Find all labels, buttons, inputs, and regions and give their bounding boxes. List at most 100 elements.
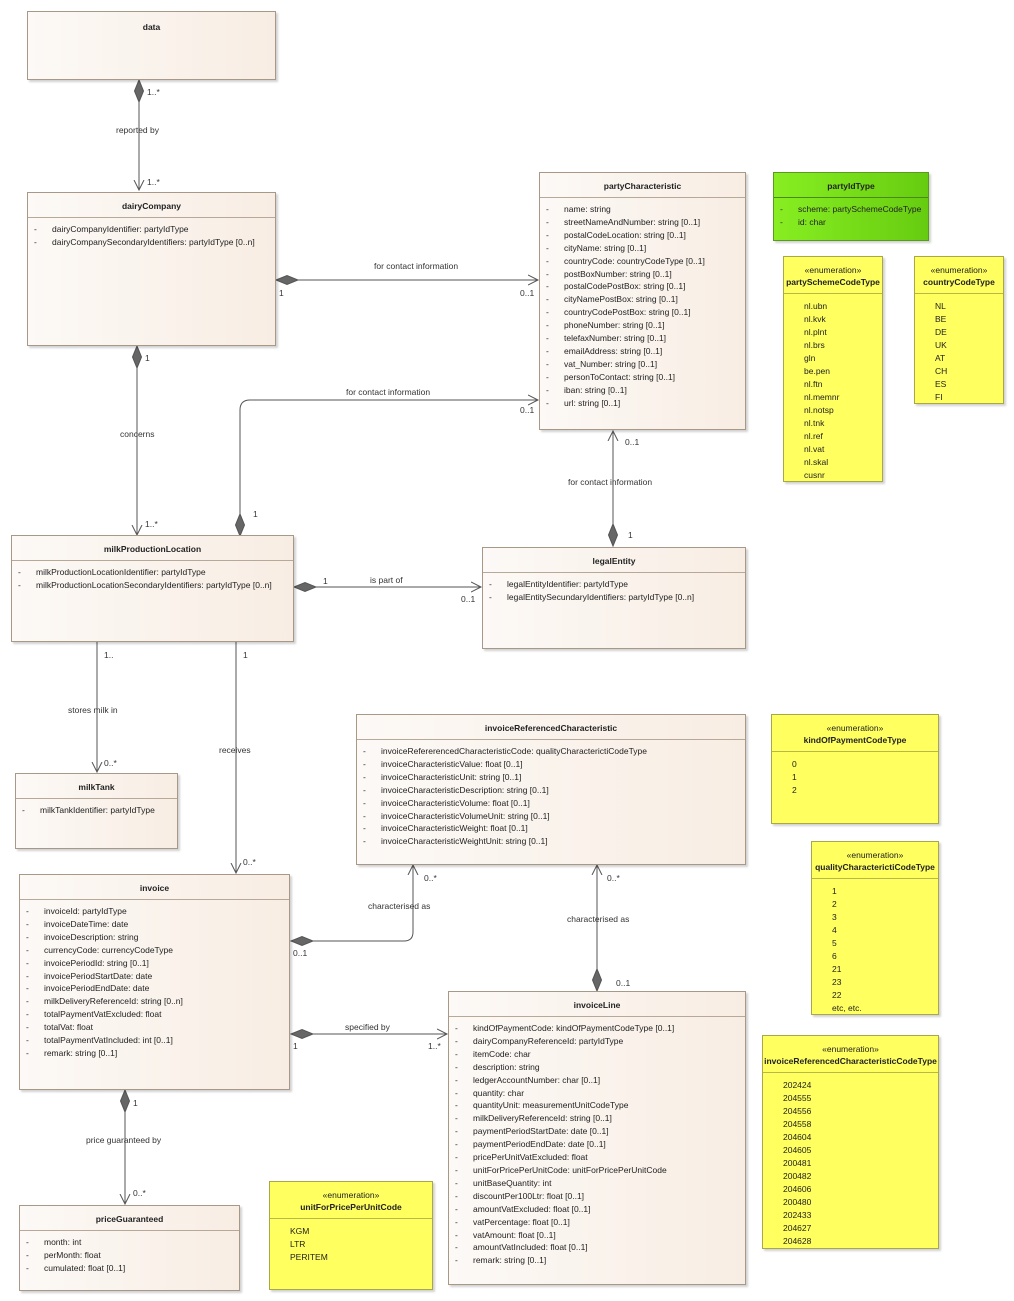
literal: 6 xyxy=(832,951,837,961)
multiplicity-label: 1 xyxy=(279,288,284,298)
class-invoice-referenced-characteristic[interactable]: invoiceReferencedCharacteristic -invoice… xyxy=(356,714,746,865)
enum-quality-characteristic-code-type[interactable]: «enumeration» qualityCharacterictiCodeTy… xyxy=(811,841,939,1015)
multiplicity-label: 0..* xyxy=(424,873,437,883)
attribute: -quantityUnit: measurementUnitCodeType xyxy=(455,1100,629,1111)
multiplicity-label: 1..* xyxy=(147,177,160,187)
literal: FI xyxy=(935,392,943,402)
class-legal-entity[interactable]: legalEntity -legalEntityIdentifier: part… xyxy=(482,547,746,649)
attribute: -milkTankIdentifier: partyIdType xyxy=(22,805,155,815)
attribute: -unitForPricePerUnitCode: unitForPricePe… xyxy=(455,1164,667,1175)
attribute: -dairyCompanyIdentifier: partyIdType xyxy=(34,224,189,234)
attribute: -invoiceCharacteristicDescription: strin… xyxy=(363,784,549,795)
attribute: -month: int xyxy=(26,1237,82,1247)
association-name: for contact information xyxy=(346,387,431,397)
literal: nl.ref xyxy=(804,431,823,441)
stereotype-label: «enumeration» xyxy=(822,1044,879,1054)
attribute: -legalEntitySecundaryIdentifiers: partyI… xyxy=(489,591,695,602)
attribute: -milkProductionLocationIdentifier: party… xyxy=(18,567,206,577)
enum-unit-for-price-per-unit-code[interactable]: «enumeration» unitForPricePerUnitCode KG… xyxy=(269,1181,433,1290)
literal: be.pen xyxy=(804,366,830,376)
class-name: data xyxy=(142,22,161,32)
literal: nl.brs xyxy=(804,340,825,350)
literal: nl.ubn xyxy=(804,301,828,311)
literal: 2 xyxy=(832,899,837,909)
enum-kind-of-payment-code-type[interactable]: «enumeration» kindOfPaymentCodeType 0 1 … xyxy=(771,714,939,824)
attribute: -milkDeliveryReferenceId: string [0..n] xyxy=(26,996,183,1007)
stereotype-label: «enumeration» xyxy=(804,265,862,275)
multiplicity-label: 0..* xyxy=(133,1188,146,1198)
attribute: -invoicePeriodEndDate: date xyxy=(26,983,150,994)
datatype-party-id-type[interactable]: partyIdType -scheme: partySchemeCodeType… xyxy=(773,172,929,241)
literal: 200480 xyxy=(783,1197,812,1207)
aggregation-diamond xyxy=(274,274,300,286)
enum-party-scheme-code-type[interactable]: «enumeration» partySchemeCodeType nl.ubn… xyxy=(783,256,883,482)
attribute: -iban: string [0..1] xyxy=(546,384,627,395)
class-data[interactable]: data xyxy=(27,11,276,80)
attribute: -invoiceCharacteristicVolumeUnit: string… xyxy=(363,810,550,821)
literal: NL xyxy=(935,301,946,311)
multiplicity-label: 1..* xyxy=(145,519,158,529)
attribute: -unitBaseQuantity: int xyxy=(455,1177,552,1188)
attribute: -postBoxNumber: string [0..1] xyxy=(546,268,672,279)
attribute: -countryCodePostBox: string [0..1] xyxy=(546,307,691,318)
class-milk-tank[interactable]: milkTank -milkTankIdentifier: partyIdTyp… xyxy=(15,773,178,849)
literal-list: nl.ubn nl.kvk nl.plnt nl.brs gln be.pen … xyxy=(784,294,882,486)
attribute: -ledgerAccountNumber: char [0..1] xyxy=(455,1074,601,1085)
class-invoice-line[interactable]: invoiceLine -kindOfPaymentCode: kindOfPa… xyxy=(448,991,746,1285)
literal: UK xyxy=(935,340,947,350)
literal: nl.vat xyxy=(804,444,825,454)
literal: 204558 xyxy=(783,1119,812,1129)
association-name: reported by xyxy=(116,125,159,135)
literal: ES xyxy=(935,379,947,389)
attribute: -milkDeliveryReferenceId: string [0..1] xyxy=(455,1113,612,1124)
attribute: -streetNameAndNumber: string [0..1] xyxy=(546,216,701,227)
attribute: -dairyCompanySecondaryIdentifiers: party… xyxy=(34,236,255,247)
association-name: stores milk in xyxy=(68,705,118,715)
literal: 202433 xyxy=(783,1210,812,1220)
literal: 4 xyxy=(832,925,837,935)
class-name: «enumeration» countryCodeType xyxy=(915,257,1003,293)
stereotype-label: «enumeration» xyxy=(826,723,884,733)
attribute: -discountPer100Ltr: float [0..1] xyxy=(455,1190,585,1201)
class-name: «enumeration» unitForPricePerUnitCode xyxy=(270,1182,432,1218)
literal: DE xyxy=(935,327,947,337)
literal: AT xyxy=(935,353,946,363)
attribute: -invoicePeriodId: string [0..1] xyxy=(26,957,149,968)
literal: 21 xyxy=(832,964,842,974)
literal: nl.plnt xyxy=(804,327,827,337)
literal: 0 xyxy=(792,759,797,769)
literal: 2 xyxy=(792,785,797,795)
attribute: -pricePerUnitVatExcluded: float xyxy=(455,1152,588,1163)
attribute: -vat_Number: string [0..1] xyxy=(546,358,658,369)
multiplicity-label: 0..1 xyxy=(625,437,640,447)
attribute: -name: string xyxy=(546,204,611,214)
class-name: milkProductionLocation xyxy=(103,544,202,554)
enum-country-code-type[interactable]: «enumeration» countryCodeType NL BE DE U… xyxy=(914,256,1004,404)
attribute: -milkProductionLocationSecondaryIdentifi… xyxy=(18,579,272,590)
aggregation-diamond xyxy=(234,512,246,538)
literal: 204627 xyxy=(783,1223,812,1233)
class-invoice[interactable]: invoice -invoiceId: partyIdType -invoice… xyxy=(19,874,290,1090)
aggregation-diamond xyxy=(607,522,619,548)
literal: nl.skal xyxy=(804,457,829,467)
literal: 1 xyxy=(792,772,797,782)
enum-invoice-referenced-characteristic-code-type[interactable]: «enumeration» invoiceReferencedCharacter… xyxy=(762,1035,939,1249)
class-dairy-company[interactable]: dairyCompany -dairyCompanyIdentifier: pa… xyxy=(27,192,276,346)
attribute: -invoiceCharacteristicUnit: string [0..1… xyxy=(363,771,522,782)
literal: CH xyxy=(935,366,948,376)
attribute: -invoiceId: partyIdType xyxy=(26,906,127,916)
multiplicity-label: 1..* xyxy=(147,87,160,97)
literal-list: 1 2 3 4 5 6 21 23 22 etc, etc. xyxy=(812,879,938,1019)
class-milk-production-location[interactable]: milkProductionLocation -milkProductionLo… xyxy=(11,535,294,642)
association-name: receives xyxy=(219,745,251,755)
class-price-guaranteed[interactable]: priceGuaranteed -month: int -perMonth: f… xyxy=(19,1205,240,1291)
attribute-list: -invoiceId: partyIdType -invoiceDateTime… xyxy=(20,900,289,1064)
class-party-characteristic[interactable]: partyCharacteristic -name: string -stree… xyxy=(539,172,746,430)
attribute: -dairyCompanyReferenceId: partyIdType xyxy=(455,1035,624,1046)
attribute: -totalPaymentVatIncluded: int [0..1] xyxy=(26,1035,173,1046)
assoc-invoice-characterised-line xyxy=(313,865,413,942)
literal: 204606 xyxy=(783,1184,812,1194)
attribute: -invoiceRefererencedCharacteristicCode: … xyxy=(363,746,647,756)
literal: BE xyxy=(935,314,947,324)
